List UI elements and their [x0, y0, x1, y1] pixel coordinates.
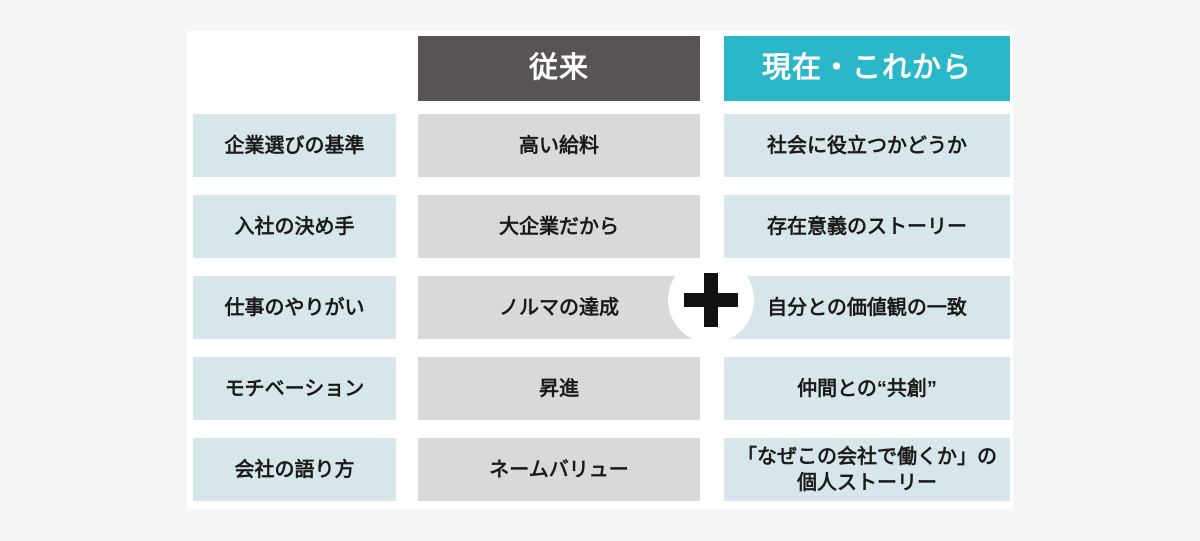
modern-value: 「なぜこの会社で働くか」の 個人ストーリー — [724, 438, 1010, 501]
row-label: モチベーション — [193, 357, 396, 420]
traditional-value: ネームバリュー — [418, 438, 700, 501]
table-row: 企業選びの基準 高い給料 社会に役立つかどうか — [193, 114, 1013, 177]
traditional-value: ノルマの達成 — [418, 276, 700, 339]
modern-value: 自分との価値観の一致 — [724, 276, 1010, 339]
plus-icon — [668, 257, 754, 343]
row-label: 入社の決め手 — [193, 195, 396, 258]
header-modern: 現在・これから — [724, 36, 1010, 101]
table-row: 会社の語り方 ネームバリュー 「なぜこの会社で働くか」の 個人ストーリー — [193, 438, 1013, 501]
row-label: 企業選びの基準 — [193, 114, 396, 177]
traditional-value: 高い給料 — [418, 114, 700, 177]
modern-value: 社会に役立つかどうか — [724, 114, 1010, 177]
modern-value: 存在意義のストーリー — [724, 195, 1010, 258]
table-row: モチベーション 昇進 仲間との“共創” — [193, 357, 1013, 420]
row-label: 仕事のやりがい — [193, 276, 396, 339]
plus-icon-vertical-bar — [704, 273, 718, 327]
table-row: 仕事のやりがい ノルマの達成 自分との価値観の一致 — [193, 276, 1013, 339]
table-row: 入社の決め手 大企業だから 存在意義のストーリー — [193, 195, 1013, 258]
comparison-card: 従来 現在・これから 企業選びの基準 高い給料 社会に役立つかどうか 入社の決め… — [187, 31, 1013, 509]
row-label: 会社の語り方 — [193, 438, 396, 501]
traditional-value: 昇進 — [418, 357, 700, 420]
header-traditional: 従来 — [418, 36, 700, 101]
header-spacer — [193, 36, 396, 101]
traditional-value: 大企業だから — [418, 195, 700, 258]
header-row: 従来 現在・これから — [193, 36, 1013, 101]
modern-value: 仲間との“共創” — [724, 357, 1010, 420]
